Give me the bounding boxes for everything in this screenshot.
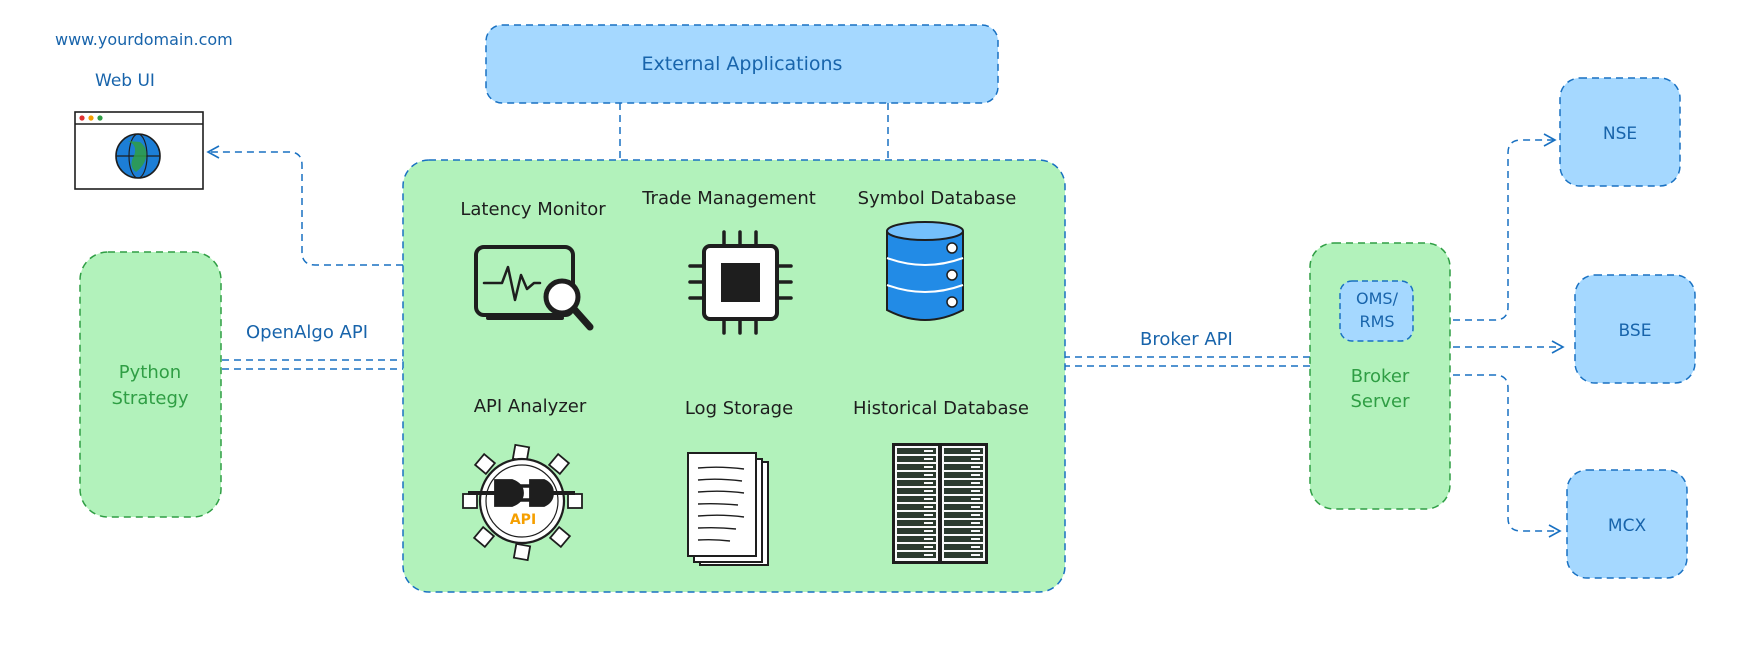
- rack-unit-light: [924, 538, 933, 540]
- browser-globe-icon[interactable]: [74, 111, 204, 190]
- rack-unit-light: [924, 450, 933, 452]
- connectors: [206, 103, 1565, 538]
- rack-unit: [897, 488, 936, 494]
- rack-unit: [897, 480, 936, 486]
- cpu-chip-icon[interactable]: [688, 230, 793, 335]
- rack-unit-light: [971, 498, 980, 500]
- rack-unit: [944, 544, 983, 550]
- broker-server-line1: Broker: [1351, 366, 1410, 387]
- python-strategy-line1: Python: [119, 362, 181, 383]
- rack-unit: [897, 464, 936, 470]
- external-applications-box[interactable]: External Applications: [485, 24, 999, 104]
- broker-api-label: Broker API: [1140, 329, 1233, 350]
- connector-to-nse: [1453, 133, 1557, 321]
- rack-unit: [944, 480, 983, 486]
- rack-unit: [897, 504, 936, 510]
- oms-rms-line1: OMS/: [1356, 289, 1399, 308]
- latency-monitor-label: Latency Monitor: [460, 199, 606, 220]
- bse-box[interactable]: BSE: [1574, 274, 1696, 384]
- rack-unit: [897, 552, 936, 558]
- bse-label: BSE: [1619, 321, 1652, 341]
- api-plug-gear-icon[interactable]: [462, 443, 583, 562]
- rack-unit: [944, 448, 983, 454]
- domain-url[interactable]: www.yourdomain.com: [55, 30, 233, 49]
- rack-unit-light: [924, 466, 933, 468]
- trade-management-label: Trade Management: [641, 188, 816, 209]
- rack-unit-light: [924, 514, 933, 516]
- oms-rms-box[interactable]: OMS/ RMS: [1339, 280, 1414, 342]
- rack-unit: [944, 472, 983, 478]
- external-applications-label: External Applications: [642, 53, 843, 75]
- rack-unit-light: [924, 530, 933, 532]
- api-badge: API: [510, 512, 536, 528]
- server-rack-icon[interactable]: [892, 443, 988, 564]
- rack-unit-light: [924, 554, 933, 556]
- rack-unit-light: [971, 474, 980, 476]
- rack-unit-light: [971, 458, 980, 460]
- rack-unit-light: [971, 514, 980, 516]
- python-strategy-box[interactable]: Python Strategy: [79, 251, 222, 518]
- connector-core-to-webui: [206, 145, 403, 266]
- rack-unit: [897, 536, 936, 542]
- rack-unit-light: [971, 522, 980, 524]
- openalgo-api-label: OpenAlgo API: [246, 322, 368, 343]
- rack-unit-light: [971, 482, 980, 484]
- rack-unit: [944, 512, 983, 518]
- rack-unit: [944, 456, 983, 462]
- nse-label: NSE: [1603, 124, 1637, 144]
- rack-unit: [897, 528, 936, 534]
- rack-unit-light: [971, 538, 980, 540]
- rack-unit-light: [971, 506, 980, 508]
- mcx-box[interactable]: MCX: [1566, 469, 1688, 579]
- rack-unit-light: [924, 482, 933, 484]
- rack-unit: [944, 520, 983, 526]
- latency-monitor-icon[interactable]: [474, 245, 594, 331]
- oms-rms-line2: RMS: [1359, 312, 1394, 331]
- rack-unit-light: [924, 546, 933, 548]
- broker-server-line2: Server: [1350, 391, 1410, 412]
- rack-unit: [897, 520, 936, 526]
- rack-unit: [897, 496, 936, 502]
- rack-unit-light: [924, 474, 933, 476]
- nse-box[interactable]: NSE: [1559, 77, 1681, 187]
- rack-unit-light: [971, 490, 980, 492]
- rack-unit: [944, 536, 983, 542]
- mcx-label: MCX: [1608, 516, 1647, 536]
- rack-unit: [897, 512, 936, 518]
- rack-unit-light: [924, 522, 933, 524]
- rack-unit: [897, 544, 936, 550]
- rack-unit-light: [924, 506, 933, 508]
- rack-unit-light: [924, 458, 933, 460]
- rack-unit-light: [971, 450, 980, 452]
- rack-unit-light: [971, 554, 980, 556]
- rack-unit-light: [924, 498, 933, 500]
- rack-unit: [897, 456, 936, 462]
- database-cylinder-icon[interactable]: [886, 221, 964, 321]
- rack-unit: [944, 552, 983, 558]
- rack-unit: [944, 496, 983, 502]
- rack-unit-light: [971, 466, 980, 468]
- rack-unit: [897, 448, 936, 454]
- python-strategy-line2: Strategy: [111, 388, 188, 409]
- document-stack-icon[interactable]: [687, 452, 769, 566]
- rack-unit-light: [971, 546, 980, 548]
- rack-unit: [897, 472, 936, 478]
- api-analyzer-label: API Analyzer: [474, 396, 587, 417]
- rack-unit: [944, 528, 983, 534]
- historical-database-label: Historical Database: [853, 398, 1029, 419]
- web-ui-label: Web UI: [95, 71, 155, 91]
- symbol-database-label: Symbol Database: [858, 188, 1017, 209]
- log-storage-label: Log Storage: [685, 398, 793, 419]
- rack-unit-light: [971, 530, 980, 532]
- rack-unit: [944, 488, 983, 494]
- rack-unit: [944, 504, 983, 510]
- connector-to-mcx: [1453, 374, 1562, 538]
- rack-unit-light: [924, 490, 933, 492]
- rack-unit: [944, 464, 983, 470]
